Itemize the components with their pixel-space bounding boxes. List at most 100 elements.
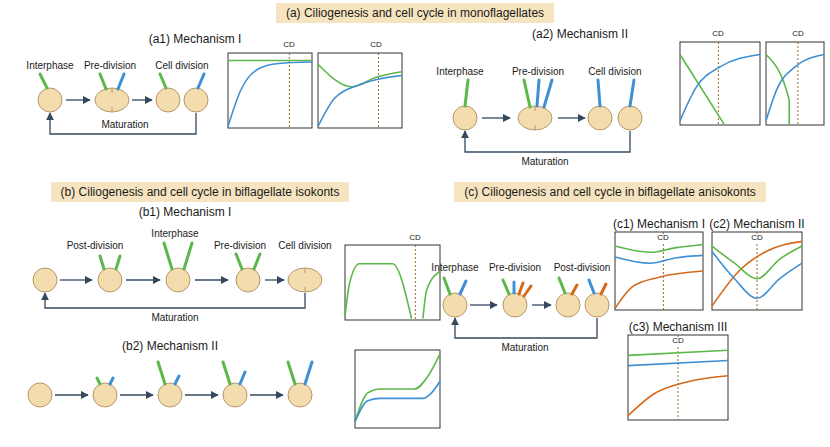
maturation-arrow <box>465 131 630 152</box>
flagellum <box>630 80 634 106</box>
flagellum <box>288 362 295 384</box>
flagellum-length-curve <box>712 246 802 279</box>
cell <box>223 383 247 407</box>
stage-arrow <box>126 279 160 280</box>
arrow-label: Maturation <box>151 312 198 323</box>
flagellum-length-curve <box>355 381 440 422</box>
cell <box>556 293 580 317</box>
stage-arrow <box>66 99 90 100</box>
cell-division-line <box>415 245 416 320</box>
cell <box>38 88 62 112</box>
stage-arrow <box>470 304 497 305</box>
stage-label: Post-division <box>67 240 124 251</box>
stage-arrow <box>55 394 88 395</box>
chart-frame <box>680 42 760 125</box>
flagellum <box>444 278 450 294</box>
flagellum <box>160 74 166 88</box>
division-furrow <box>535 125 536 130</box>
flagellum <box>559 278 565 293</box>
flagellum <box>184 243 192 269</box>
stage-arrow <box>195 279 228 280</box>
stage-label: Interphase <box>26 60 73 71</box>
flagellum-length-curve <box>228 60 312 62</box>
stage-label: Pre-division <box>489 262 541 273</box>
flagellum-length-curve <box>628 361 728 366</box>
cell <box>236 268 260 292</box>
maturation-arrow <box>455 318 597 338</box>
stage-label: Interphase <box>431 262 478 273</box>
flagellum-length-curve <box>766 54 824 120</box>
cell <box>33 268 57 292</box>
cell <box>166 268 190 292</box>
stage-arrow <box>558 117 585 118</box>
stage-arrow <box>132 99 152 100</box>
cell <box>288 268 322 292</box>
flagellum <box>198 74 204 88</box>
stage-arrow <box>60 279 92 280</box>
stage-label: Cell division <box>278 240 331 251</box>
flagellum-length-curve <box>712 252 802 299</box>
panel-title: (c3) Mechanism III <box>629 321 728 334</box>
cd-mark: CD <box>671 337 685 346</box>
flagellum <box>100 256 104 269</box>
flagellum-length-curve <box>628 350 728 355</box>
stage-label: Cell division <box>588 66 641 77</box>
cell <box>93 383 117 407</box>
cd-mark: CD <box>792 30 804 39</box>
flagellum-length-curve <box>615 255 703 263</box>
cell <box>156 88 180 112</box>
flagellum <box>116 256 120 269</box>
cell <box>585 293 609 317</box>
flagellum-length-curve <box>228 62 312 127</box>
flagellum-length-curve <box>615 271 703 308</box>
division-furrow <box>112 107 113 112</box>
flagellum <box>40 74 47 88</box>
division-furrow <box>112 88 113 93</box>
cell-division-line <box>663 232 664 310</box>
cell <box>518 106 552 130</box>
stage-arrow <box>120 394 153 395</box>
flagellum <box>598 80 600 106</box>
cell <box>443 293 467 317</box>
flagellum <box>524 80 530 107</box>
header-text: (b) Ciliogenesis and cell cycle in bifla… <box>61 185 340 199</box>
header-text: (a) Ciliogenesis and cell cycle in monof… <box>286 6 544 20</box>
arrow-label: Maturation <box>101 119 148 130</box>
flagellum <box>305 362 312 384</box>
cell <box>98 268 122 292</box>
chart-frame <box>766 42 824 125</box>
flagellum-length-curve <box>345 264 412 319</box>
cell <box>618 106 642 130</box>
arrow-label: Maturation <box>501 342 548 353</box>
cell <box>184 88 208 112</box>
section-header: (c) Ciliogenesis and cell cycle in bifla… <box>454 182 765 202</box>
cd-mark: CD <box>409 234 421 243</box>
panel-title: (c2) Mechanism II <box>709 218 804 231</box>
division-furrow <box>305 268 306 273</box>
flagellum <box>524 286 531 296</box>
panel-title: (a1) Mechanism I <box>149 33 242 46</box>
flagellum <box>465 80 468 106</box>
flagellum <box>110 378 113 384</box>
flagellum <box>513 282 516 293</box>
stage-arrow <box>185 394 218 395</box>
stage-label: Cell division <box>155 60 208 71</box>
flagellum <box>544 80 552 107</box>
stage-arrow <box>265 279 284 280</box>
section-header: (b) Ciliogenesis and cell cycle in bifla… <box>51 182 350 202</box>
flagellum <box>460 281 466 294</box>
flagellum <box>97 378 100 384</box>
cell-division-line <box>289 53 290 128</box>
flagellum-length-curve <box>318 64 402 87</box>
stage-label: Post-division <box>554 262 611 273</box>
flagellum-length-curve <box>615 244 703 252</box>
stage-label: Pre-division <box>214 240 266 251</box>
flagellum-length-curve <box>680 54 760 120</box>
chart-frame <box>628 335 728 420</box>
cell <box>95 88 129 112</box>
chart-frame <box>615 232 703 310</box>
cell-division-line <box>678 335 679 420</box>
panel-title: (c1) Mechanism I <box>613 218 705 231</box>
chart-frame <box>345 245 440 320</box>
flagellum-length-curve <box>712 241 802 306</box>
